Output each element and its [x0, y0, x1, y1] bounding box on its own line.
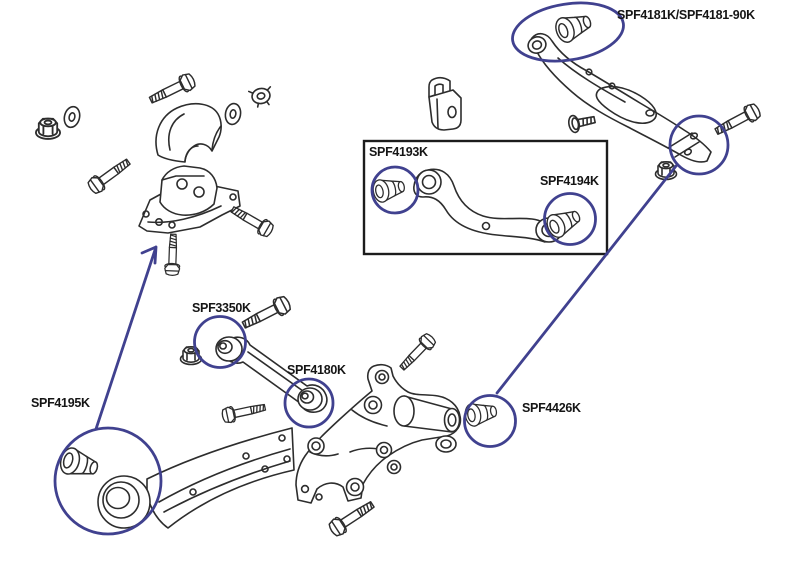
inset-box: [362, 139, 609, 256]
bolt-icon: [395, 330, 439, 375]
part-label-spf4181k: SPF4181K/SPF4181-90K: [617, 8, 755, 22]
upper-control-arm: [527, 8, 764, 181]
annotation-circle-spf4193: [370, 165, 420, 215]
annotation-circle-spf4194: [543, 192, 597, 246]
bushing-icon: [551, 8, 596, 46]
annotation-connector-line: [495, 164, 678, 395]
part-label-spf4194k: SPF4194K: [540, 174, 599, 188]
bolt-icon: [326, 496, 378, 539]
washer-icon: [61, 104, 83, 130]
bolt-icon: [85, 154, 134, 197]
clevis-bracket: [428, 76, 462, 131]
part-label-spf4193k: SPF4193K: [369, 145, 428, 159]
bushing-icon: [462, 399, 499, 428]
bolt-icon: [220, 399, 268, 425]
part-label-spf4195k: SPF4195K: [31, 396, 90, 410]
bolt-icon: [711, 100, 764, 140]
trailing-arm-blade: [146, 427, 295, 529]
flat-bolt-icon: [566, 110, 598, 135]
bolt-icon: [227, 201, 277, 240]
annotation-circle-spf4426: [463, 394, 517, 448]
annotation-circle-spf3350: [193, 315, 247, 369]
mount-cover: [155, 102, 222, 163]
annotation-circle-spf4195: [53, 426, 163, 536]
annotation-ellipse-spf4181: [511, 1, 625, 63]
annotation-arrow: [94, 245, 158, 431]
part-label-spf4426k: SPF4426K: [522, 401, 581, 415]
inset-camber-arm: [413, 168, 551, 243]
part-label-spf4180k: SPF4180K: [287, 363, 346, 377]
part-label-spf3350k: SPF3350K: [192, 301, 251, 315]
annotation-circle-spf4180: [283, 377, 335, 429]
bolt-icon: [163, 233, 182, 277]
mount-bracket-assembly: [35, 70, 277, 277]
bolt-icon: [146, 70, 198, 109]
annotation-circle-arm-end: [668, 114, 730, 176]
washer-icon: [222, 101, 244, 127]
trailing-arm: [56, 399, 295, 529]
annotations: [53, 1, 730, 536]
toe-link: [179, 293, 328, 413]
hub-carrier: [295, 330, 462, 539]
push-nut-icon: [247, 85, 275, 109]
nut-icon: [35, 117, 61, 140]
inset-border: [362, 139, 609, 256]
